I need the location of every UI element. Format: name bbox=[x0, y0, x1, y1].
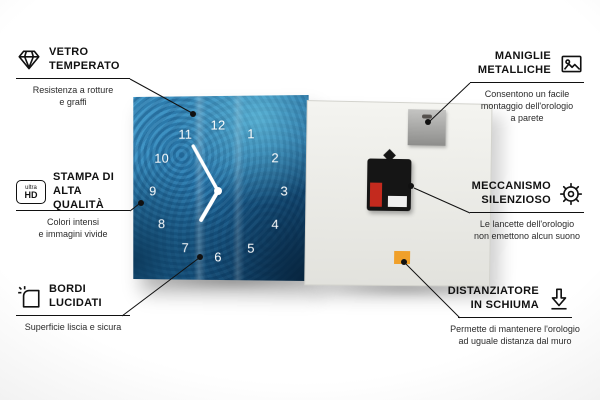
divider bbox=[470, 82, 584, 83]
feature-description: Le lancette dell'orologio non emettono a… bbox=[473, 219, 581, 242]
feature-title: VETRO TEMPERATO bbox=[49, 46, 120, 72]
feature-description: Superficie liscia e sicura bbox=[24, 322, 122, 332]
divider bbox=[16, 210, 130, 211]
feature-meccanismo-silenzioso: MECCANISMO SILENZIOSO Le lancette dell'o… bbox=[470, 178, 584, 242]
clock-mechanism bbox=[366, 148, 412, 212]
battery bbox=[369, 182, 383, 207]
clock-back-panel bbox=[304, 100, 493, 287]
feature-description: Colori intensi e immagini vivide bbox=[38, 217, 108, 240]
feature-title: STAMPA DI ALTA QUALITÀ bbox=[53, 171, 115, 211]
clock-front-panel: 12 1 2 3 4 5 6 7 8 9 10 11 bbox=[133, 94, 309, 282]
feature-title: DISTANZIATORE IN SCHIUMA bbox=[447, 285, 539, 311]
feature-description: Consentono un facile montaggio dell'orol… bbox=[480, 89, 574, 124]
feature-title: MANIGLIE METALLICHE bbox=[477, 50, 551, 76]
feature-bordi-lucidati: BORDI LUCIDATI Superficie liscia e sicur… bbox=[16, 281, 130, 333]
feature-vetro-temperato: VETRO TEMPERATO Resistenza a rotture e g… bbox=[16, 44, 130, 108]
feature-title: MECCANISMO SILENZIOSO bbox=[471, 180, 551, 206]
arrow-down-spacer-icon bbox=[546, 286, 572, 312]
ultra-hd-icon: ultra HD bbox=[16, 180, 46, 204]
metal-hanger-plate bbox=[407, 109, 446, 146]
feature-stampa-alta-qualita: ultra HD STAMPA DI ALTA QUALITÀ Colori i… bbox=[16, 171, 130, 240]
picture-frame-icon bbox=[558, 51, 584, 77]
feature-maniglie-metalliche: MANIGLIE METALLICHE Consentono un facile… bbox=[470, 48, 584, 124]
divider bbox=[16, 315, 130, 316]
divider bbox=[16, 78, 130, 79]
hanger-hook bbox=[383, 148, 396, 162]
hd-label: HD bbox=[24, 189, 38, 200]
divider bbox=[470, 212, 584, 213]
feature-title: BORDI LUCIDATI bbox=[49, 283, 102, 309]
ultra-label: ultra bbox=[25, 184, 37, 191]
foam-spacer bbox=[394, 250, 411, 265]
divider bbox=[458, 317, 572, 318]
feature-distanziatore-schiuma: DISTANZIATORE IN SCHIUMA Permette di man… bbox=[448, 283, 580, 347]
mechanism-label bbox=[387, 195, 407, 208]
diamond-icon bbox=[16, 47, 42, 73]
feature-description: Resistenza a rotture e graffi bbox=[32, 85, 114, 108]
feature-description: Permette di mantenere l'orologio ad ugua… bbox=[450, 324, 580, 347]
clock-hands bbox=[192, 144, 222, 223]
gear-icon bbox=[558, 181, 584, 207]
polished-edge-icon bbox=[16, 284, 42, 310]
